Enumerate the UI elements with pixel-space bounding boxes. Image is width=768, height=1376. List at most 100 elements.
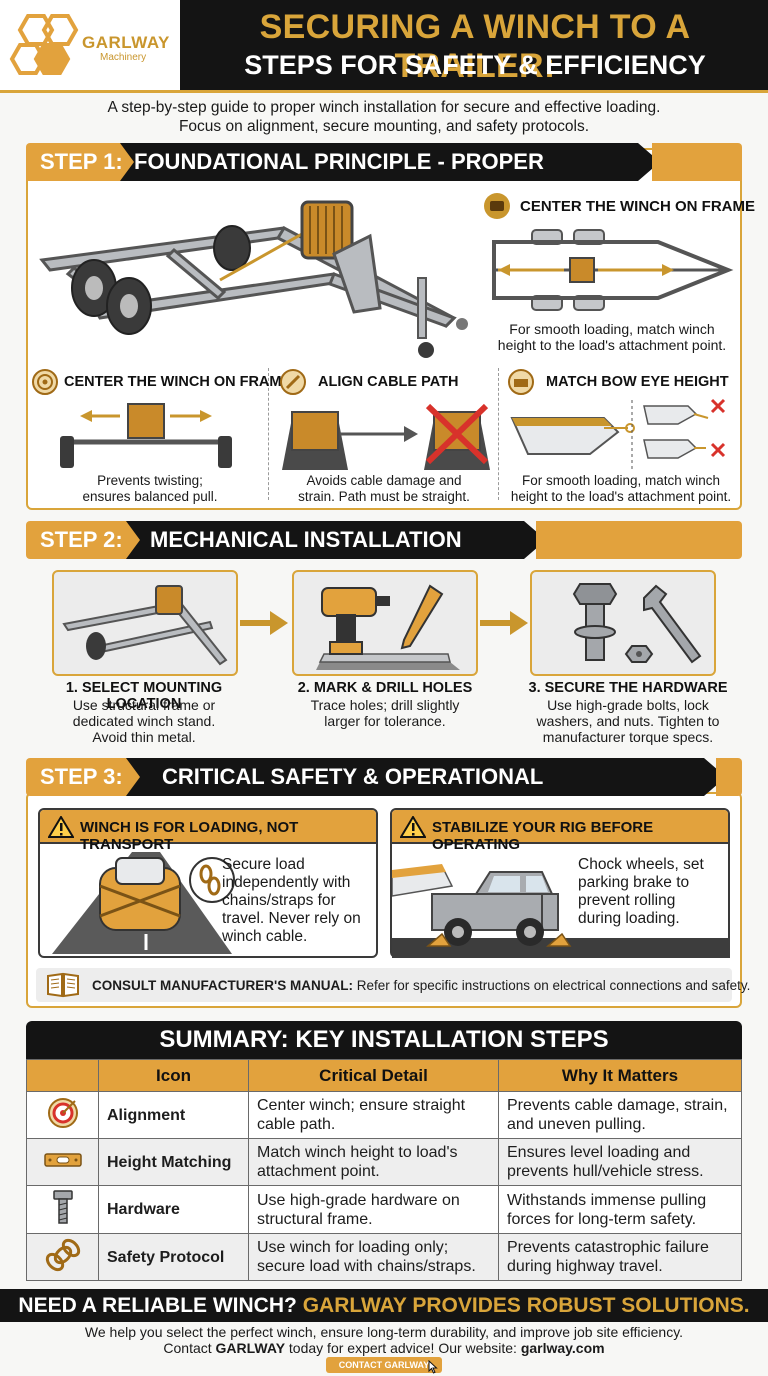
stabilize-warning-text: Chock wheels, set parking brake to preve… [578, 856, 704, 927]
step1-banner-fill [652, 143, 742, 181]
step1-panel [26, 148, 742, 510]
step2-label: STEP 2: [26, 521, 142, 559]
match-bow-eye-heading: MATCH BOW EYE HEIGHT [546, 374, 729, 390]
flow-arrow-head [270, 611, 288, 635]
cable-icon [280, 369, 306, 395]
step1-title: FOUNDATIONAL PRINCIPLE - PROPER ALIGNMEN… [120, 143, 660, 181]
manual-text: Refer for specific instructions on elect… [356, 978, 751, 993]
summary-header-blank [26, 1059, 99, 1092]
website-link[interactable]: garlway.com [520, 1340, 605, 1356]
secure-hardware-heading: 3. SECURE THE HARDWARE [528, 680, 728, 696]
winch-icon [484, 193, 510, 219]
footer-line-2: Contact GARLWAY today for expert advice!… [163, 1340, 605, 1356]
intro-text: A step-by-step guide to proper winch ins… [30, 98, 738, 136]
cursor-icon [428, 1360, 438, 1374]
summary-header-detail: Critical Detail [248, 1059, 499, 1092]
step1-banner: STEP 1: FOUNDATIONAL PRINCIPLE - PROPER … [26, 143, 742, 181]
secure-hardware-card [530, 570, 716, 676]
flow-arrow-head [510, 611, 528, 635]
page-subtitle: STEPS FOR SAFETY & EFFICIENCY [244, 50, 706, 80]
bow-eye-illustration [510, 398, 726, 470]
table-row: Height Matching Match winch height to lo… [26, 1138, 742, 1186]
summary-header-why: Why It Matters [498, 1059, 742, 1092]
transport-warning-title: WINCH IS FOR LOADING, NOT TRANSPORT [80, 819, 299, 853]
summary-header-row: Icon Critical Detail Why It Matters [26, 1059, 742, 1092]
cta-bar: NEED A RELIABLE WINCH? GARLWAY PROVIDES … [0, 1289, 768, 1322]
trailer-illustration [39, 200, 468, 358]
manual-book-icon [47, 972, 79, 998]
warning-icon [48, 816, 74, 838]
trailer-rear-illustration [60, 403, 232, 468]
step3-banner-fill [716, 758, 742, 796]
cable-alignment-illustration [282, 403, 490, 470]
top-right-caption: For smooth loading, match winch height t… [497, 321, 727, 353]
summary-header-icon: Icon [98, 1059, 249, 1092]
trailer-topview-illustration [492, 229, 734, 311]
step1-label: STEP 1: [26, 143, 142, 181]
center-winch-heading: CENTER THE WINCH ON FRAME [64, 374, 292, 390]
select-mounting-heading: 1. SELECT MOUNTING LOCATION [65, 680, 223, 712]
bow-eye-icon [508, 369, 534, 395]
contact-button[interactable]: CONTACT GARLWAY [326, 1357, 442, 1373]
secure-hardware-caption: Use high-grade bolts, lock washers, and … [536, 697, 720, 745]
step3-label: STEP 3: [26, 758, 142, 796]
stabilize-warning-box: STABILIZE YOUR RIG BEFORE OPERATING Choc… [390, 808, 730, 958]
target-icon [32, 369, 58, 395]
summary-area: Height Matching [98, 1138, 249, 1186]
align-cable-heading: ALIGN CABLE PATH [318, 374, 459, 390]
step2-title: MECHANICAL INSTALLATION PROCESS [126, 521, 546, 559]
hexagon-logo-icon [9, 14, 79, 75]
truck-chock-illustration [392, 864, 730, 958]
cta-answer: GARLWAY PROVIDES ROBUST SOLUTIONS. [302, 1294, 750, 1317]
footer-line-1: We help you select the perfect winch, en… [84, 1324, 684, 1340]
summary-area: Alignment [98, 1091, 249, 1139]
logo: GARLWAY Machinery [0, 0, 180, 90]
center-winch-heading-top: CENTER THE WINCH ON FRAME [520, 198, 755, 215]
flow-arrow [240, 620, 272, 626]
match-bow-eye-caption: For smooth loading, match winch height t… [510, 473, 732, 504]
align-cable-caption: Avoids cable damage and strain. Path mus… [298, 473, 470, 504]
warning-icon [400, 816, 426, 838]
select-mounting-caption: Use structural frame or dedicated winch … [72, 697, 216, 745]
manual-label: CONSULT MANUFACTURER'S MANUAL: [92, 978, 353, 993]
summary-area: Hardware [98, 1185, 249, 1234]
stabilize-warning-header: STABILIZE YOUR RIG BEFORE OPERATING [392, 810, 728, 853]
hardware-illustration [572, 583, 702, 664]
transport-warning-header: WINCH IS FOR LOADING, NOT TRANSPORT [40, 810, 376, 853]
cta-question: NEED A RELIABLE WINCH? [18, 1294, 297, 1317]
footer-brand: GARLWAY [215, 1340, 286, 1356]
summary-detail: Use winch for loading only;secure load w… [248, 1233, 499, 1281]
step3-banner: STEP 3: CRITICAL SAFETY & OPERATIONAL CO… [26, 758, 742, 796]
chain-icon [45, 1238, 80, 1271]
divider [268, 368, 269, 500]
bolt-icon [52, 1190, 73, 1224]
mounting-location-card [52, 570, 238, 676]
towed-boat-illustration [52, 852, 235, 954]
summary-area: Safety Protocol [98, 1233, 249, 1281]
table-row: Safety Protocol Use winch for loading on… [26, 1233, 742, 1281]
drill-illustration [316, 584, 460, 670]
target-icon [47, 1097, 78, 1128]
manual-note: CONSULT MANUFACTURER'S MANUAL: Refer for… [36, 968, 750, 1002]
summary-why: Prevents cable damage, strain,and uneven… [498, 1091, 742, 1139]
intro-line-1: A step-by-step guide to proper winch ins… [107, 99, 661, 116]
logo-sub: Machinery [100, 52, 147, 63]
header-divider [0, 90, 768, 93]
drill-holes-heading: 2. MARK & DRILL HOLES [297, 680, 473, 696]
transport-warning-text: Secure load independently with chains/st… [222, 856, 361, 945]
step3-title: CRITICAL SAFETY & OPERATIONAL CONSIDERAT… [126, 758, 726, 796]
drill-holes-caption: Trace holes; drill slightly larger for t… [310, 697, 460, 729]
step2-banner-fill [536, 521, 742, 559]
flow-arrow [480, 620, 512, 626]
step2-banner: STEP 2: MECHANICAL INSTALLATION PROCESS [26, 521, 742, 559]
drill-holes-card [292, 570, 478, 676]
trailer-stand-illustration [62, 585, 228, 666]
center-winch-caption: Prevents twisting; ensures balanced pull… [82, 473, 218, 504]
